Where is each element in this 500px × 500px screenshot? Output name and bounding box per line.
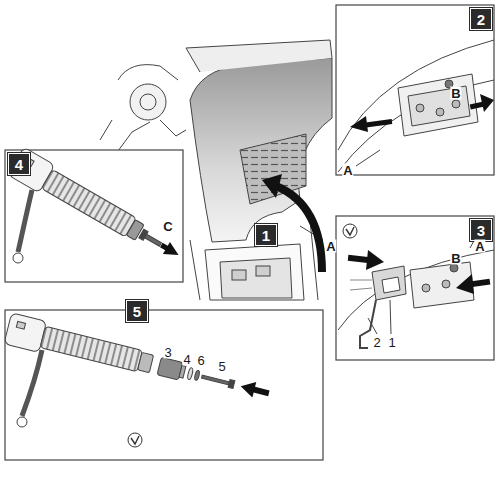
lift-arrow	[262, 174, 322, 272]
handlebar-grip-part	[22, 350, 42, 416]
bracket-removal-part	[398, 74, 478, 136]
handlebar-grip-part	[8, 147, 187, 269]
step-number-text: 1	[262, 228, 270, 243]
handlebar-grip	[8, 147, 187, 269]
callout-letter: A	[342, 164, 353, 177]
move-arrow-part	[480, 94, 494, 112]
handlebar-grip-part	[202, 375, 230, 385]
panel-frame-part	[336, 5, 494, 175]
bracket-fitting-part	[390, 300, 391, 334]
callout-letter: B	[450, 252, 461, 265]
scooter-front-part	[100, 120, 112, 140]
callout-number: 3	[163, 346, 172, 359]
bracket-removal-part	[452, 100, 460, 108]
lift-arrow-part	[262, 174, 282, 198]
callout-number: 2	[372, 336, 381, 349]
handlebar-grip-part	[131, 436, 139, 444]
bracket-fitting-part	[410, 262, 474, 308]
bracket-removal	[338, 40, 494, 172]
move-arrow-part	[366, 250, 384, 270]
handlebar-grip-part	[41, 169, 136, 237]
scooter-front-part	[256, 266, 270, 276]
handlebar-grip-part	[179, 365, 186, 378]
handlebar-grip-part	[253, 387, 270, 397]
scooter-front-part	[232, 270, 246, 280]
bracket-removal-part	[356, 150, 380, 166]
step-number: 2	[470, 8, 492, 30]
scooter-front-part	[190, 220, 318, 300]
step-number-text: 5	[133, 304, 141, 319]
scooter-front-part	[118, 65, 178, 80]
step-number: 1	[255, 224, 277, 246]
move-arrow-part	[350, 116, 368, 132]
scooter-front-part	[205, 244, 304, 300]
move-arrow-part	[456, 274, 474, 294]
panel-frame	[5, 310, 323, 460]
bracket-fitting-part	[346, 227, 354, 235]
scooter-front-part	[130, 84, 166, 120]
bracket-fitting-part	[338, 250, 494, 330]
bracket-removal-part	[408, 86, 470, 126]
handlebar-grip-part	[16, 321, 25, 329]
bracket-fitting-part	[372, 266, 406, 300]
step-number-text: 2	[477, 12, 485, 27]
bracket-fitting-part	[343, 224, 357, 238]
handlebar-grip-part	[4, 313, 47, 353]
handlebar-grip-part	[17, 417, 27, 427]
bracket-removal-part	[436, 108, 444, 116]
handlebar-grip-part	[194, 370, 200, 381]
bracket-fitting	[338, 218, 494, 348]
callout-number: 6	[196, 354, 205, 367]
step-number: 5	[126, 300, 148, 322]
panel-frame-part	[336, 216, 494, 360]
callout-number: 4	[182, 353, 191, 366]
lift-arrow-part	[276, 186, 322, 272]
bracket-removal-part	[338, 40, 494, 150]
step-number: 3	[470, 219, 492, 241]
handlebar-grip-part	[187, 367, 194, 380]
panel-frame-part	[5, 310, 323, 460]
handlebar-grip-part	[4, 313, 273, 409]
step-number: 4	[8, 153, 30, 175]
scooter-front-part	[220, 258, 292, 298]
callout-letter: A	[325, 240, 336, 253]
scooter-front-part	[186, 40, 332, 72]
handlebar-grip-part	[139, 229, 148, 240]
bracket-removal-part	[416, 104, 424, 112]
callout-letter: A	[474, 240, 485, 253]
handlebar-grip-part	[40, 326, 142, 372]
handlebar-grip-part	[138, 352, 154, 372]
bracket-fitting-part	[382, 277, 400, 293]
move-arrow	[350, 94, 494, 132]
handlebar-grip-part	[239, 379, 256, 398]
bracket-fitting-part	[442, 280, 450, 288]
bracket-fitting-part	[368, 318, 377, 334]
callout-letter: C	[162, 220, 173, 233]
panel-frame	[336, 5, 494, 175]
callout-number: 5	[217, 360, 226, 373]
panel-frame	[336, 216, 494, 360]
handlebar-grip-part	[13, 253, 23, 263]
handlebar-grip	[4, 313, 273, 447]
handlebar-grip-part	[18, 190, 32, 252]
step-number-text: 4	[15, 157, 23, 172]
handlebar-grip-part	[128, 433, 142, 447]
bracket-fitting-part	[422, 284, 430, 292]
scooter-front-part	[160, 120, 186, 136]
handlebar-grip-part	[160, 243, 169, 251]
callout-letter: B	[450, 87, 461, 100]
handlebar-grip-part	[228, 380, 235, 389]
bracket-fitting-part	[450, 264, 458, 272]
step-number-text: 3	[477, 223, 485, 238]
callout-number: 1	[387, 336, 396, 349]
move-arrow	[348, 250, 491, 294]
scooter-front-part	[140, 94, 156, 110]
bracket-fitting-part	[350, 280, 372, 290]
